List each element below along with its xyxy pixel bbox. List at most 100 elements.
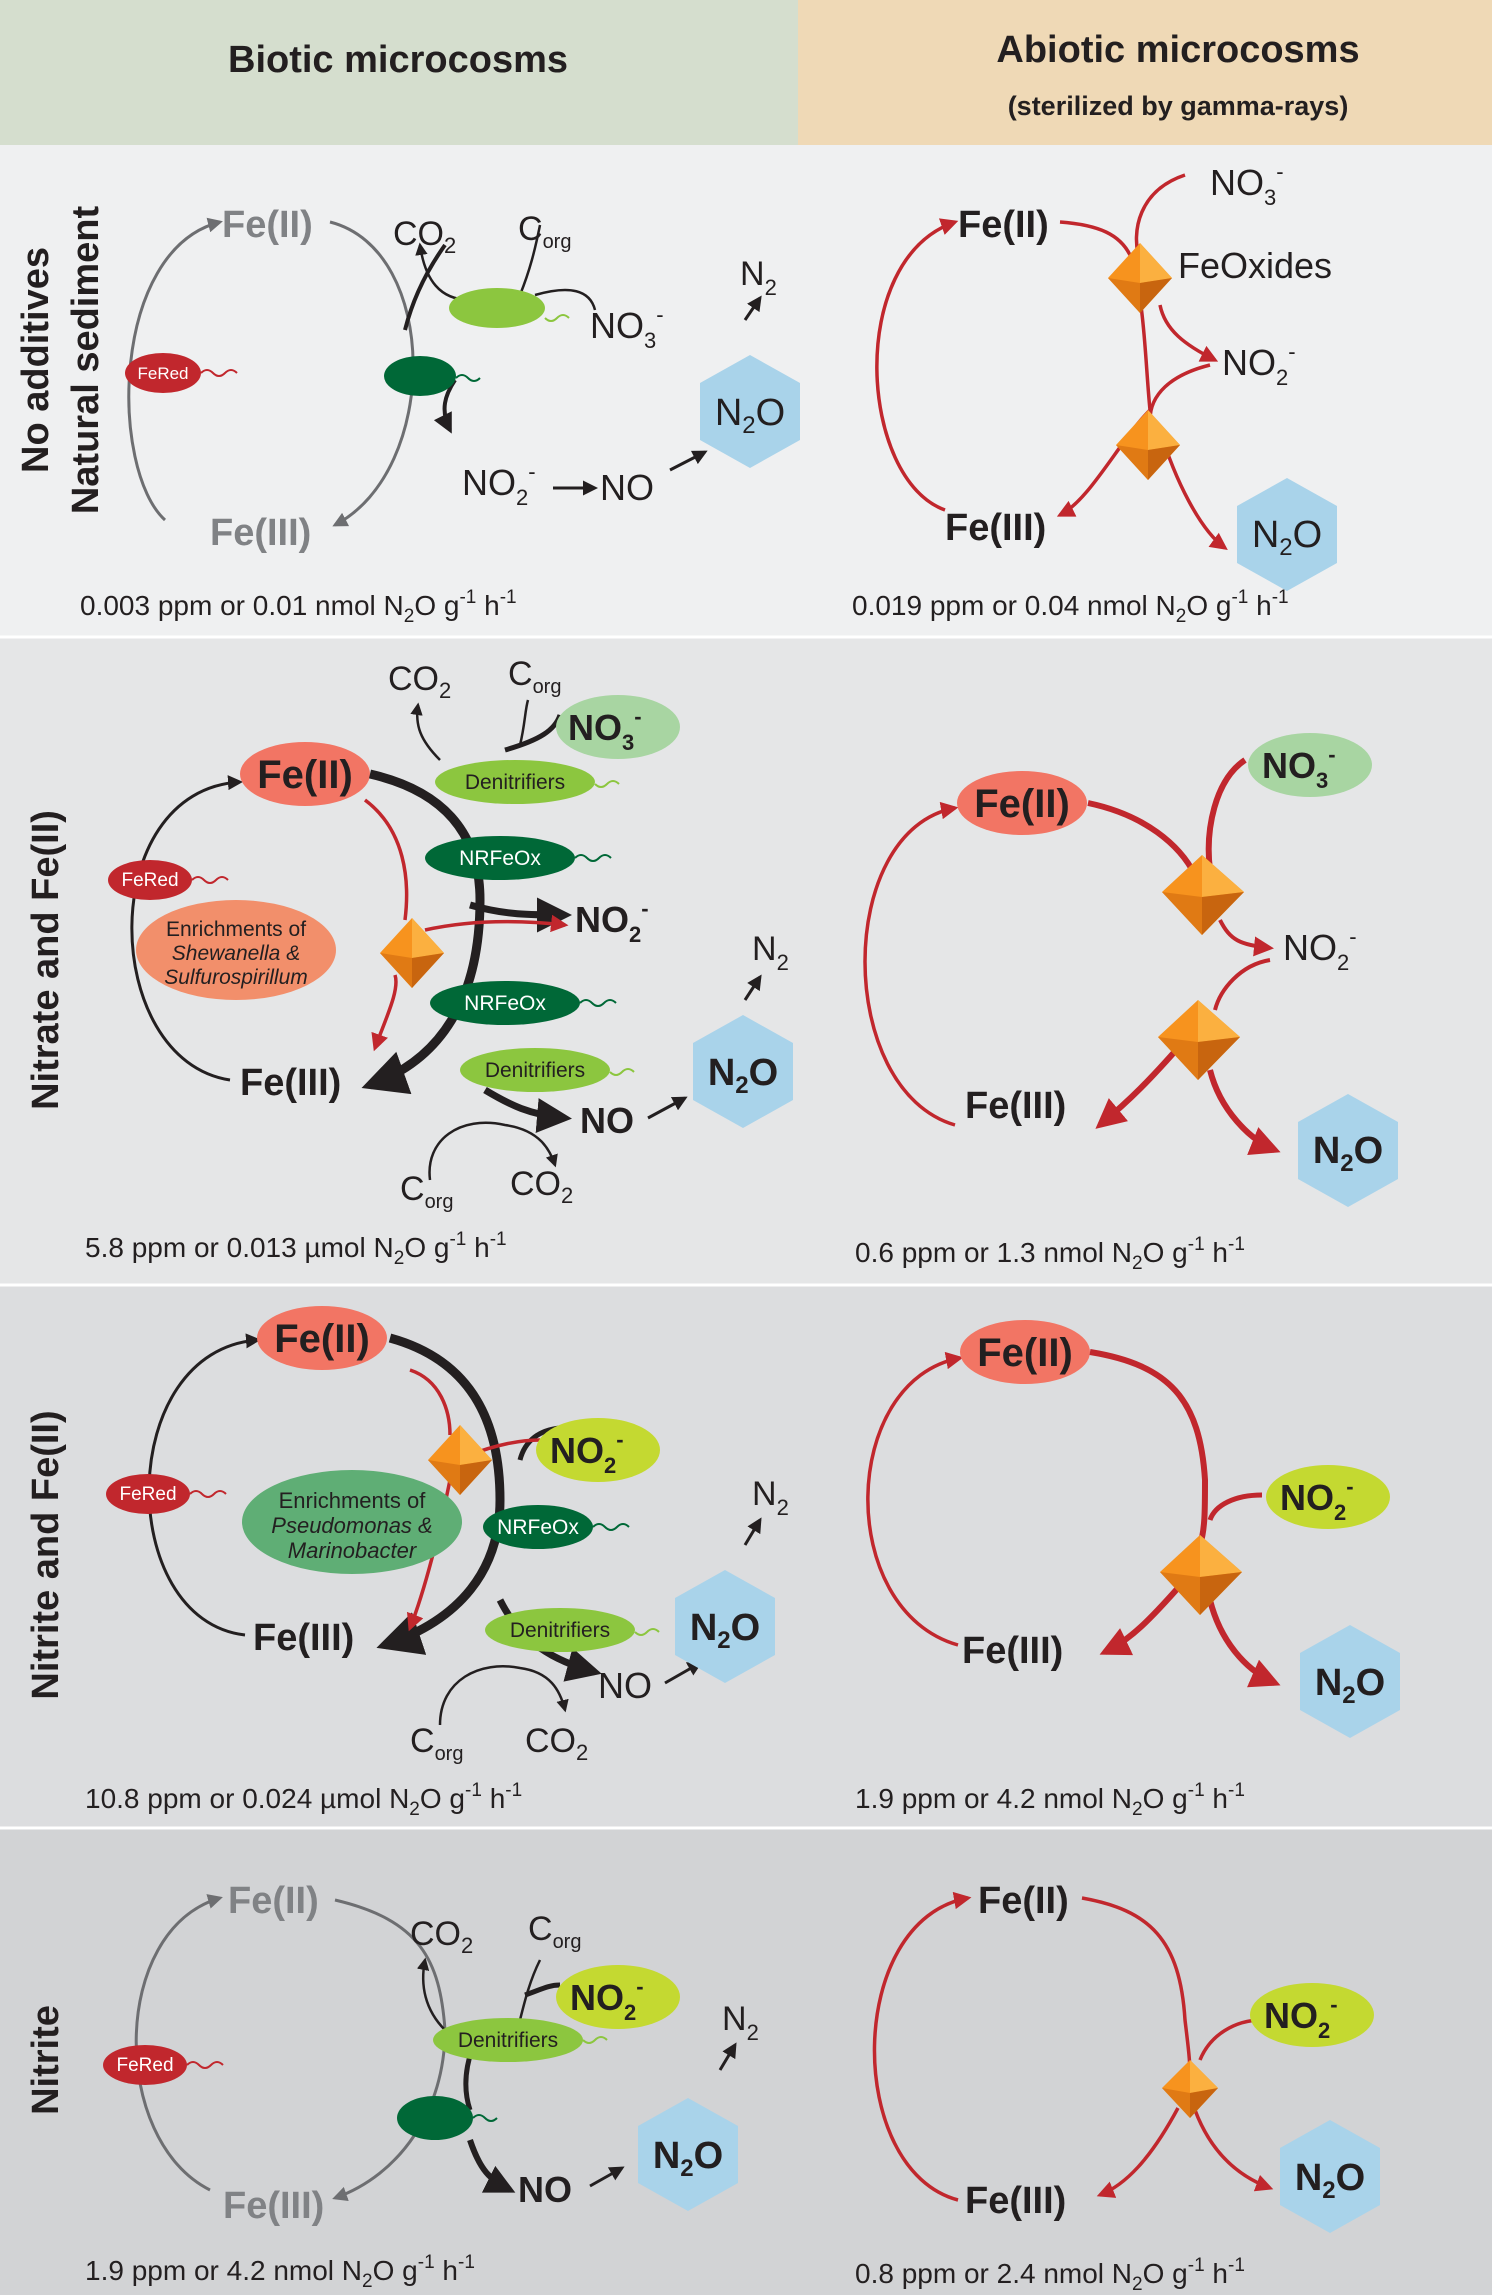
- row-2-abiotic-diagram: Fe(II) Fe(III) NO3- NO2- N2O 0.6 ppm or …: [855, 733, 1398, 1274]
- row-2-biotic-rate: 5.8 ppm or 0.013 µmol N2O g-1 h-1: [85, 1229, 507, 1269]
- n2o-label: N2O: [1295, 2157, 1365, 2204]
- row-3-background: [0, 1285, 1492, 1828]
- n2o-label: N2O: [708, 1052, 778, 1099]
- n2o-label: N2O: [690, 1607, 760, 1654]
- fe2-label: Fe(II): [974, 782, 1070, 826]
- feoxides-label: FeOxides: [1178, 245, 1332, 286]
- nrfeox-oval: [483, 1505, 593, 1549]
- denitrifier-bacterium: [449, 288, 545, 328]
- fe2-oval: [957, 771, 1087, 835]
- enrichment-pseudomonas-oval: [242, 1470, 462, 1574]
- no2-label: NO2-: [550, 1427, 624, 1478]
- row-1-label-line1: No additives: [15, 247, 57, 473]
- no-label: NO: [600, 467, 654, 508]
- enrichment-line2: Shewanella &: [172, 942, 300, 965]
- n2o-label: N2O: [1313, 1130, 1383, 1177]
- fe3-label: Fe(III): [253, 1617, 354, 1659]
- iron-oxide-mineral-2: [1158, 1000, 1240, 1080]
- row-3-abiotic-rate: 1.9 ppm or 4.2 nmol N2O g-1 h-1: [855, 1780, 1245, 1820]
- no2-label: NO2-: [1222, 339, 1296, 390]
- biotic-header-bg: [0, 0, 798, 145]
- n2o-label: N2O: [715, 392, 785, 439]
- iron-oxide-mineral-2: [1116, 410, 1180, 480]
- fe3-label: Fe(III): [945, 507, 1046, 549]
- co2-label: CO2: [393, 215, 456, 258]
- fered-bacterium: [125, 353, 201, 393]
- nrfeox-oval: [425, 836, 575, 880]
- iron-oxide-mineral-1: [1162, 855, 1244, 935]
- denitrifiers-label: Denitrifiers: [485, 1059, 585, 1082]
- nrfeox-bacterium: [384, 356, 456, 396]
- nitrate-oval: [556, 695, 680, 759]
- fe2-label: Fe(II): [228, 1880, 319, 1922]
- n2-label: N2: [722, 2000, 759, 2045]
- no3-label: NO3-: [1210, 159, 1284, 210]
- enrichment-line3: Sulfurospirillum: [164, 966, 308, 989]
- no2-label: NO2-: [462, 459, 536, 510]
- denitrifiers-label: Denitrifiers: [510, 1619, 610, 1642]
- denitrifiers-label: Denitrifiers: [465, 771, 565, 794]
- row-3-abiotic-diagram: Fe(II) Fe(III) NO2- N2O 1.9 ppm or 4.2 n…: [855, 1320, 1400, 1820]
- fe2-label: Fe(II): [222, 204, 313, 246]
- no-label: NO: [518, 2169, 572, 2210]
- row-4-abiotic-diagram: Fe(II) Fe(III) NO2- N2O 0.8 ppm or 2.4 n…: [855, 1880, 1380, 2295]
- fered-bacterium: [108, 860, 192, 900]
- fe3-label: Fe(III): [962, 1630, 1063, 1672]
- row-2-label: Nitrate and Fe(II): [25, 810, 67, 1110]
- row-1-biotic-rate: 0.003 ppm or 0.01 nmol N2O g-1 h-1: [80, 587, 517, 627]
- fe3-label: Fe(III): [965, 2180, 1066, 2222]
- corg-label: Corg: [410, 1722, 463, 1765]
- no2-label: NO2-: [1283, 924, 1357, 975]
- iron-oxide-mineral: [1160, 1535, 1242, 1615]
- row-2-abiotic-rate: 0.6 ppm or 1.3 nmol N2O g-1 h-1: [855, 1234, 1245, 1274]
- fered-bacterium: [106, 1474, 190, 1514]
- corg-label: Corg: [528, 1910, 581, 1953]
- nrfeox-label: NRFeOx: [464, 992, 546, 1015]
- row-4-biotic-rate: 1.9 ppm or 4.2 nmol N2O g-1 h-1: [85, 2252, 475, 2292]
- no2-label: NO2-: [1280, 1474, 1354, 1525]
- fe2-oval: [257, 1306, 387, 1370]
- fe2-label: Fe(II): [977, 1331, 1073, 1375]
- row-1-abiotic-diagram: Fe(II) Fe(III) NO3- FeOxides NO2- N2O 0.…: [852, 159, 1337, 627]
- n2o-hexagon: [693, 1015, 793, 1128]
- fe3-label: Fe(III): [210, 512, 311, 554]
- no2-label: NO2-: [1264, 1992, 1338, 2043]
- biotic-title: Biotic microcosms: [228, 39, 568, 81]
- fe3-label: Fe(III): [965, 1085, 1066, 1127]
- n2o-hexagon: [700, 355, 800, 468]
- denitrifiers-oval: [485, 1608, 635, 1652]
- n2o-label: N2O: [1252, 514, 1322, 561]
- n2o-label: N2O: [1315, 1662, 1385, 1709]
- n2o-label: N2O: [653, 2135, 723, 2182]
- enrichment-shewanella-oval: [136, 900, 336, 1000]
- n2o-hexagon: [675, 1570, 775, 1683]
- n2o-hexagon: [1280, 2120, 1380, 2233]
- fe2-oval: [960, 1320, 1090, 1384]
- nrfeox-oval: [430, 981, 580, 1025]
- fered-label: FeRed: [119, 1484, 176, 1505]
- nrfeox-label: NRFeOx: [459, 847, 541, 870]
- co2-label: CO2: [525, 1722, 588, 1765]
- fe2-label: Fe(II): [257, 753, 353, 797]
- no3-label: NO3-: [590, 302, 664, 353]
- co2-label: CO2: [410, 1915, 473, 1958]
- iron-oxide-mineral: [1162, 2060, 1218, 2118]
- row-4-abiotic-rate: 0.8 ppm or 2.4 nmol N2O g-1 h-1: [855, 2255, 1245, 2295]
- denitrifiers-oval: [460, 1048, 610, 1092]
- no2-label: NO2-: [570, 1974, 644, 2025]
- abiotic-subtitle: (sterilized by gamma-rays): [1008, 91, 1349, 121]
- iron-oxide-mineral: [428, 1425, 492, 1495]
- enrichment-line1: Enrichments of: [166, 918, 306, 941]
- row-4-biotic-diagram: Fe(II) Fe(III) FeRed CO2 Corg NO2- Denit…: [85, 1880, 759, 2292]
- abiotic-title: Abiotic microcosms: [996, 29, 1359, 71]
- denitrifiers-label: Denitrifiers: [458, 2029, 558, 2052]
- nitrite-oval: [536, 1418, 660, 1482]
- fe3-label: Fe(III): [240, 1062, 341, 1104]
- fered-label: FeRed: [137, 364, 188, 383]
- fe2-oval: [240, 742, 370, 806]
- no3-label: NO3-: [568, 704, 642, 755]
- n2-label: N2: [740, 255, 777, 300]
- fe2-label: Fe(II): [978, 1880, 1069, 1922]
- nitrite-oval: [1250, 1983, 1374, 2047]
- enrichment-line1: Enrichments of: [279, 1488, 427, 1513]
